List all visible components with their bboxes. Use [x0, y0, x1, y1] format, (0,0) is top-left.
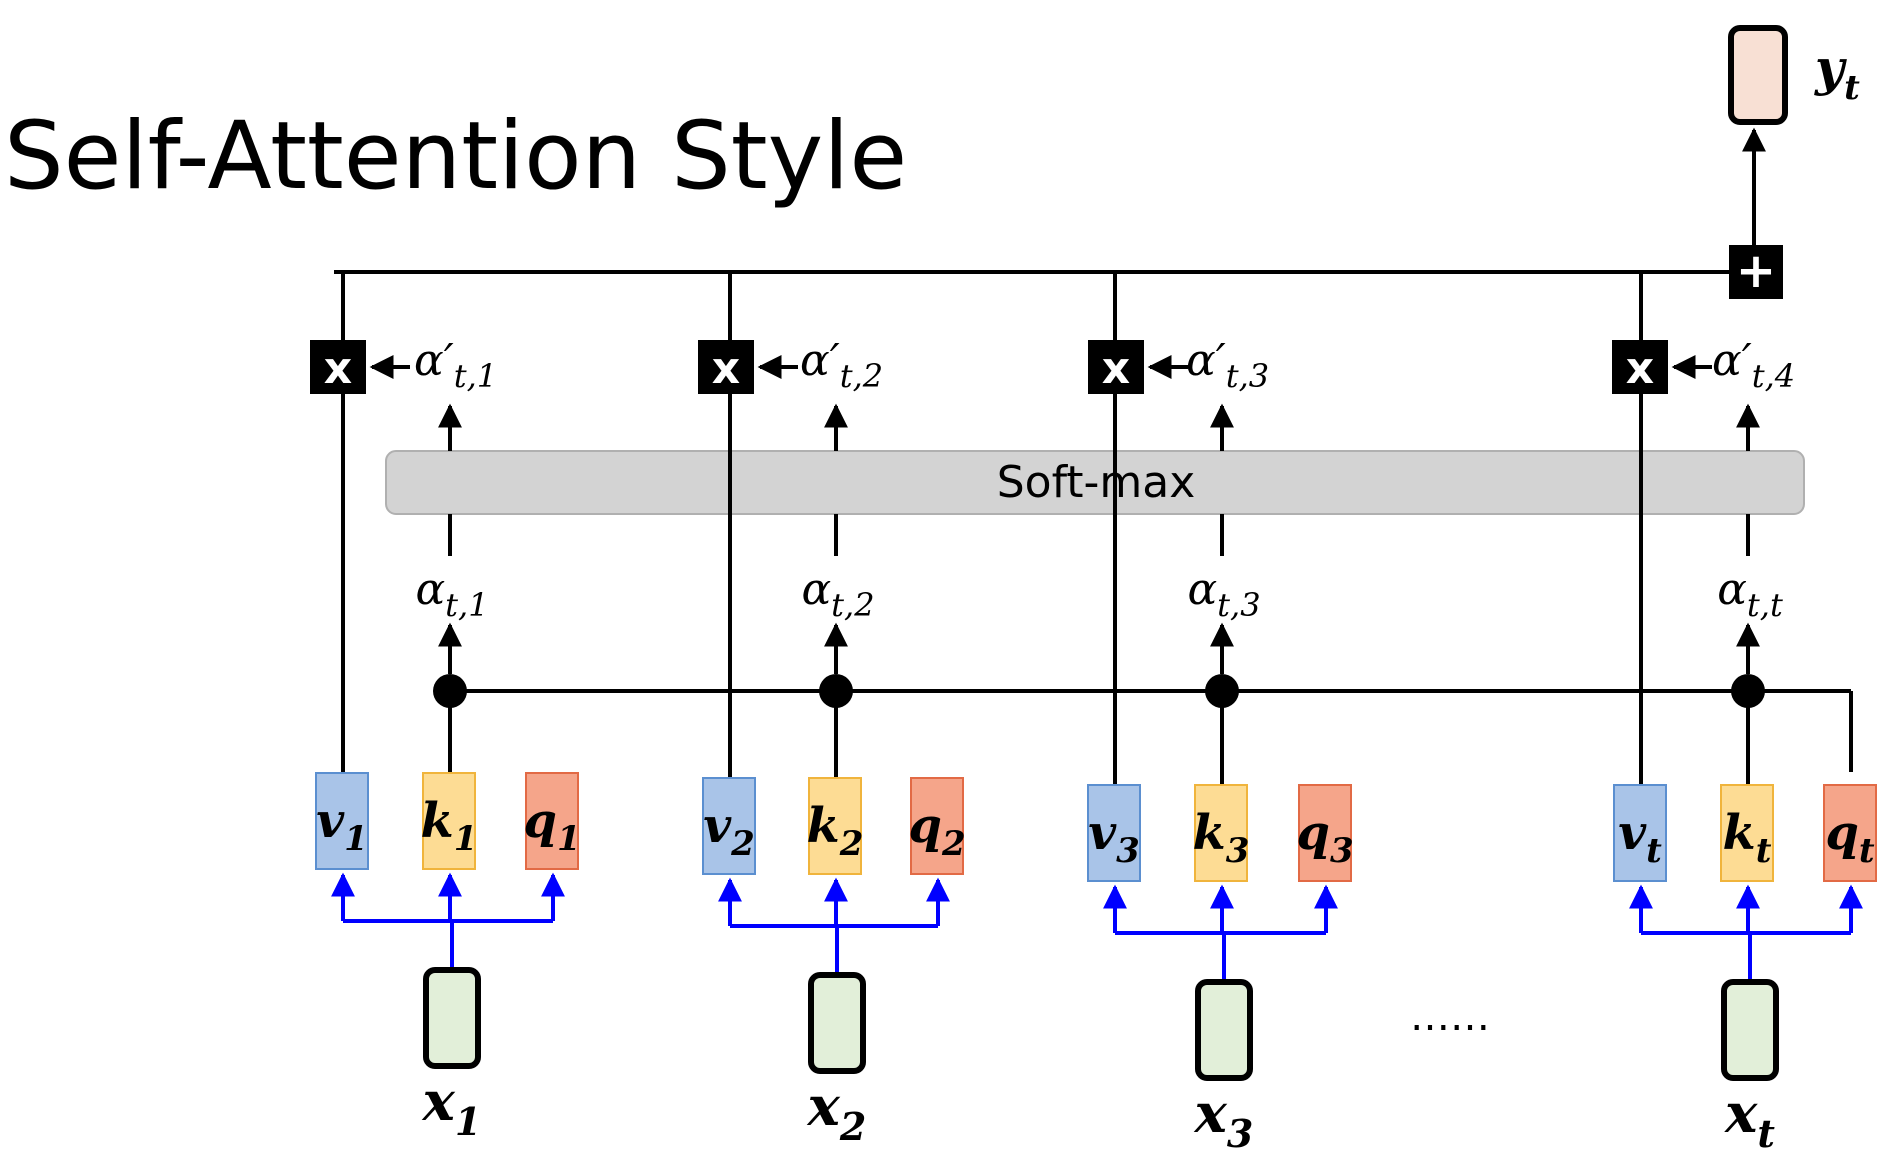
score-label: αt,3: [1187, 564, 1260, 624]
query-box: [1823, 784, 1877, 882]
junction-dot: [819, 674, 853, 708]
key-label: kt: [1723, 805, 1772, 871]
key-label: k1: [421, 793, 478, 859]
page-title: Self-Attention Style: [4, 102, 907, 211]
position-column-2: αt,2 α′t,2 x v2 k2 q2 x2: [698, 272, 966, 1149]
multiply-node: [1088, 340, 1144, 394]
junction-dot: [1205, 674, 1239, 708]
value-box: [315, 772, 369, 870]
query-label: q2: [908, 798, 965, 864]
key-box: [1720, 784, 1774, 882]
key-label: k3: [1193, 805, 1250, 871]
input-label: x2: [807, 1074, 867, 1149]
position-columns: αt,1 α′t,1 x v1 k1 q1 x1 αt,2 α′t,2 x v2 k2 q2 x2 αt,3…: [310, 272, 1877, 1156]
weight-label: α′t,2: [800, 335, 883, 395]
multiply-node: [310, 340, 366, 394]
ellipsis: ……: [1410, 994, 1490, 1040]
junction-dot: [1731, 674, 1765, 708]
weight-label: α′t,1: [414, 335, 497, 395]
key-label: k2: [807, 798, 864, 864]
key-box: [422, 772, 476, 870]
value-label: v1: [316, 793, 368, 859]
value-label: v3: [1088, 805, 1140, 871]
query-label: q3: [1296, 805, 1353, 871]
value-box: [702, 777, 756, 875]
weight-label: α′t,3: [1186, 335, 1269, 395]
input-label: x3: [1194, 1081, 1254, 1156]
key-box: [1194, 784, 1248, 882]
position-column-1: αt,1 α′t,1 x v1 k1 q1 x1: [310, 272, 581, 1144]
softmax-layer: [385, 450, 1805, 515]
score-label: αt,1: [415, 564, 488, 624]
junction-dot: [433, 674, 467, 708]
multiply-icon: x: [324, 343, 352, 394]
position-column-3: αt,3 α′t,3 x v3 k3 q3 x3: [1087, 272, 1354, 1156]
sum-node: [1729, 245, 1783, 299]
multiply-icon: x: [712, 343, 740, 394]
weight-label: α′t,4: [1712, 335, 1795, 395]
score-label: αt,2: [801, 564, 874, 624]
score-label: αt,t: [1717, 564, 1783, 624]
multiply-icon: x: [1626, 343, 1654, 394]
query-box: [910, 777, 964, 875]
input-box: [423, 967, 481, 1069]
value-label: v2: [703, 798, 755, 864]
query-box: [1298, 784, 1352, 882]
input-label: x1: [422, 1069, 482, 1144]
multiply-node: [1612, 340, 1668, 394]
multiply-icon: x: [1102, 343, 1130, 394]
value-label: vt: [1618, 805, 1662, 871]
input-box: [1721, 979, 1779, 1081]
query-label: q1: [523, 793, 580, 859]
input-box: [1195, 979, 1253, 1081]
input-label: xt: [1724, 1081, 1775, 1156]
key-box: [808, 777, 862, 875]
input-box: [808, 972, 866, 1074]
query-label: qt: [1825, 805, 1875, 871]
output-label: yt: [1814, 38, 1860, 108]
query-box: [525, 772, 579, 870]
plus-icon: +: [1736, 243, 1776, 299]
softmax-label: Soft-max: [997, 457, 1196, 508]
multiply-node: [698, 340, 754, 394]
value-box: [1613, 784, 1667, 882]
value-box: [1087, 784, 1141, 882]
output-box: [1728, 25, 1788, 125]
